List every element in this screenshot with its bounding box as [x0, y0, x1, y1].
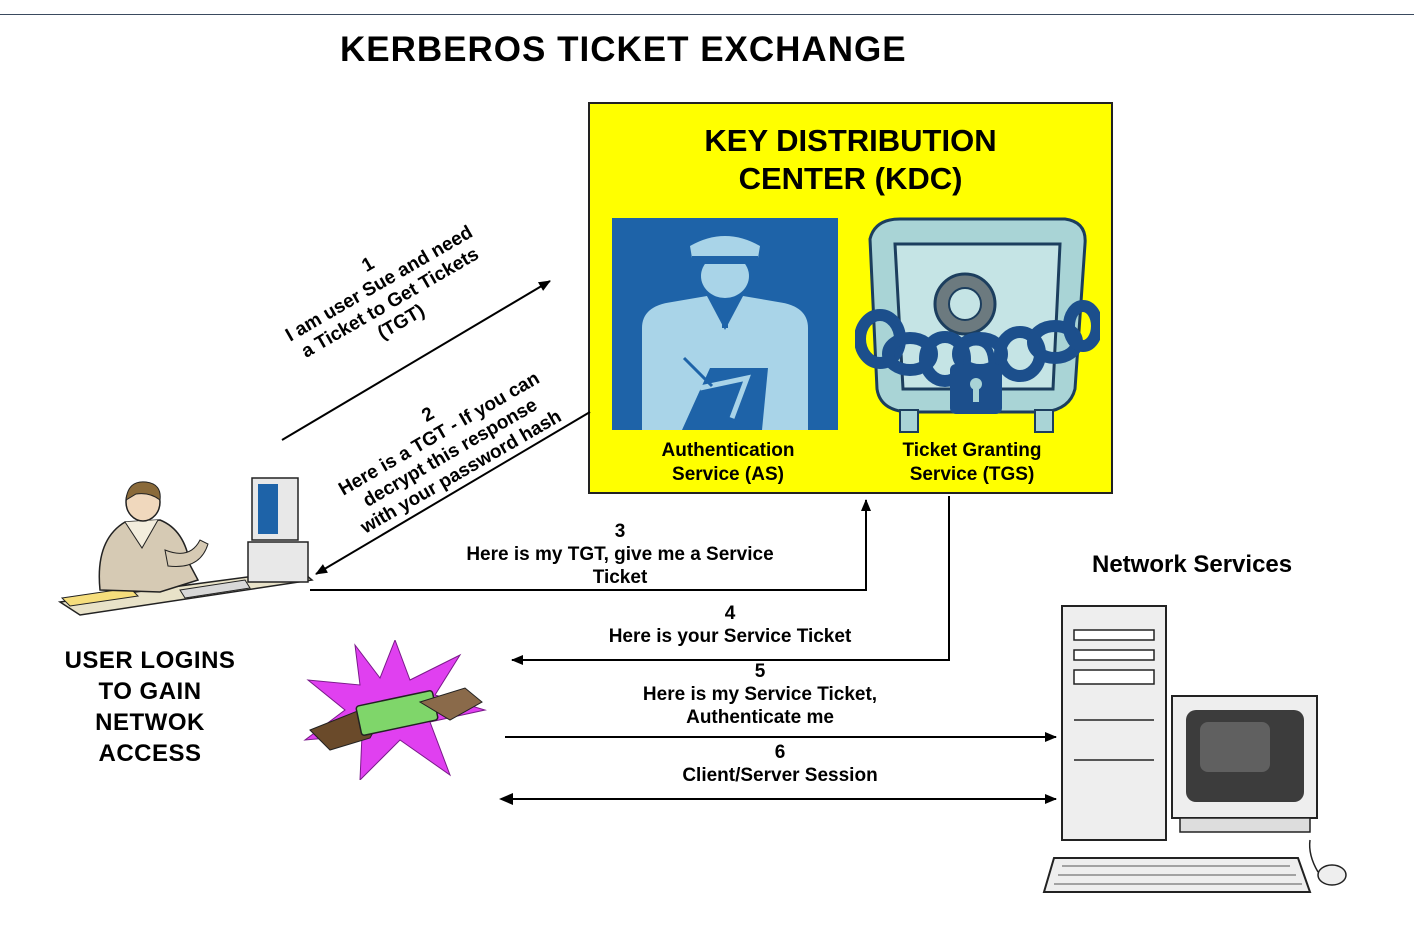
- step-number: 5: [754, 661, 766, 682]
- user-caption-line: USER LOGINS: [64, 647, 236, 674]
- diagram-title: KERBEROS TICKET EXCHANGE: [340, 30, 907, 69]
- as-label-line: Authentication: [661, 440, 795, 461]
- step-number: 4: [724, 603, 736, 624]
- arrow-step-3: [310, 499, 871, 591]
- step-text-line: Here is my Service Ticket,: [642, 684, 878, 705]
- as-label-line: Service (AS): [672, 464, 784, 485]
- tgs-label-line: Ticket Granting: [902, 440, 1042, 461]
- ticket-exchange-icon: [303, 640, 487, 780]
- kdc-title: KEY DISTRIBUTION CENTER (KDC): [590, 122, 1111, 198]
- tgs-label-line: Service (TGS): [909, 464, 1035, 485]
- top-divider: [0, 14, 1414, 15]
- kdc-title-line: KEY DISTRIBUTION: [704, 123, 997, 158]
- server-computer-icon: [1042, 605, 1347, 893]
- step-5-label: 5 Here is my Service Ticket, Authenticat…: [560, 660, 960, 729]
- step-text-line: Authenticate me: [686, 707, 834, 728]
- user-at-computer-icon: [57, 477, 314, 616]
- user-caption-line: NETWOK: [95, 709, 205, 736]
- step-number: 6: [774, 742, 786, 763]
- step-6-label: 6 Client/Server Session: [590, 741, 970, 787]
- kdc-title-line: CENTER (KDC): [738, 161, 963, 196]
- user-caption: USER LOGINS TO GAIN NETWOK ACCESS: [30, 645, 270, 769]
- step-text-line: Here is my TGT, give me a Service: [466, 544, 774, 565]
- step-3-label: 3 Here is my TGT, give me a Service Tick…: [410, 520, 830, 589]
- arrow-step-4: [511, 496, 950, 665]
- network-services-label: Network Services: [1092, 551, 1293, 578]
- user-caption-line: TO GAIN: [98, 678, 202, 705]
- guard-icon: [612, 218, 838, 430]
- kdc-box: KEY DISTRIBUTION CENTER (KDC): [588, 102, 1113, 494]
- step-text-line: Client/Server Session: [682, 765, 878, 786]
- arrow-step-2: [315, 411, 591, 575]
- arrow-step-1: [281, 280, 551, 441]
- step-text-line: Here is your Service Ticket: [608, 626, 852, 647]
- step-text-line: Ticket: [592, 567, 648, 588]
- user-caption-line: ACCESS: [98, 740, 202, 767]
- vault-icon: [854, 214, 1103, 439]
- tgs-label: Ticket Granting Service (TGS): [852, 439, 1092, 487]
- step-4-label: 4 Here is your Service Ticket: [540, 602, 920, 648]
- step-number: 3: [614, 521, 626, 542]
- as-label: Authentication Service (AS): [608, 439, 848, 487]
